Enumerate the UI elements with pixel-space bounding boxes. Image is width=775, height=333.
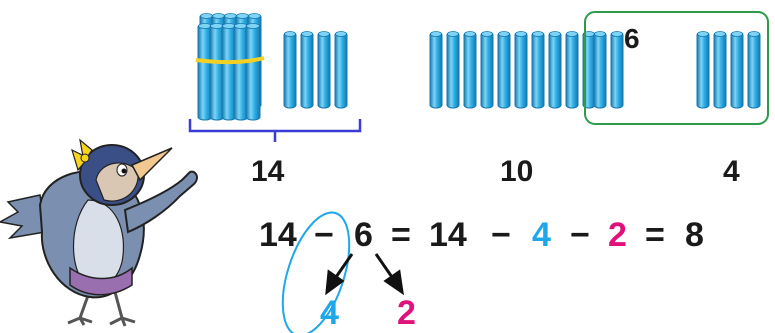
split-oval [281,211,351,333]
row-stick [565,31,579,109]
row-stick [480,31,494,109]
bundle-stick [233,23,249,121]
row-stick [531,31,545,109]
row-stick [497,31,511,109]
loose-stick [283,31,297,109]
row-stick [446,31,460,109]
bundle-stick [209,23,225,121]
box-stick [593,31,607,109]
row-stick [514,31,528,109]
label-10: 10 [500,155,533,188]
box-sticks-right [696,31,761,109]
stick-bundle-icon [195,13,265,121]
eq-minus-3: − [570,216,590,254]
split-part-2: 2 [397,294,416,332]
box-stick [610,31,624,109]
eq-equals-2: = [645,216,665,254]
box-stick [713,31,727,109]
row-stick [463,31,477,109]
box-sticks-left [593,31,624,109]
box-stick [730,31,744,109]
loose-sticks-left [283,31,348,109]
split-part-4: 4 [320,294,339,332]
eq-term-14: 14 [259,216,297,254]
eq-minus-1: − [314,216,334,254]
equation: 14 − 6 = 14 − 4 − 2 = 8 [259,216,704,254]
label-14: 14 [251,155,285,188]
box-stick [696,31,710,109]
bundle-bracket [188,119,362,142]
eq-minus-2: − [491,216,511,254]
eq-term-14-b: 14 [429,216,467,254]
row-stick [548,31,562,109]
loose-stick [334,31,348,109]
loose-stick [317,31,331,109]
removed-box [584,11,769,125]
bundle-band [195,56,265,65]
eq-result-8: 8 [685,216,704,254]
arrow-down-icon [325,253,404,296]
eq-term-2: 2 [608,216,627,254]
label-4: 4 [723,155,740,188]
row-stick [429,31,443,109]
bundle-stick [245,23,261,121]
eq-term-4: 4 [532,216,551,254]
bundle-stick [221,23,237,121]
box-label-6: 6 [624,23,640,54]
bird-mascot-icon [0,138,198,327]
loose-stick [300,31,314,109]
eq-term-6: 6 [354,216,373,254]
box-stick [747,31,761,109]
eq-equals-1: = [391,216,411,254]
ten-sticks-row [429,31,596,109]
